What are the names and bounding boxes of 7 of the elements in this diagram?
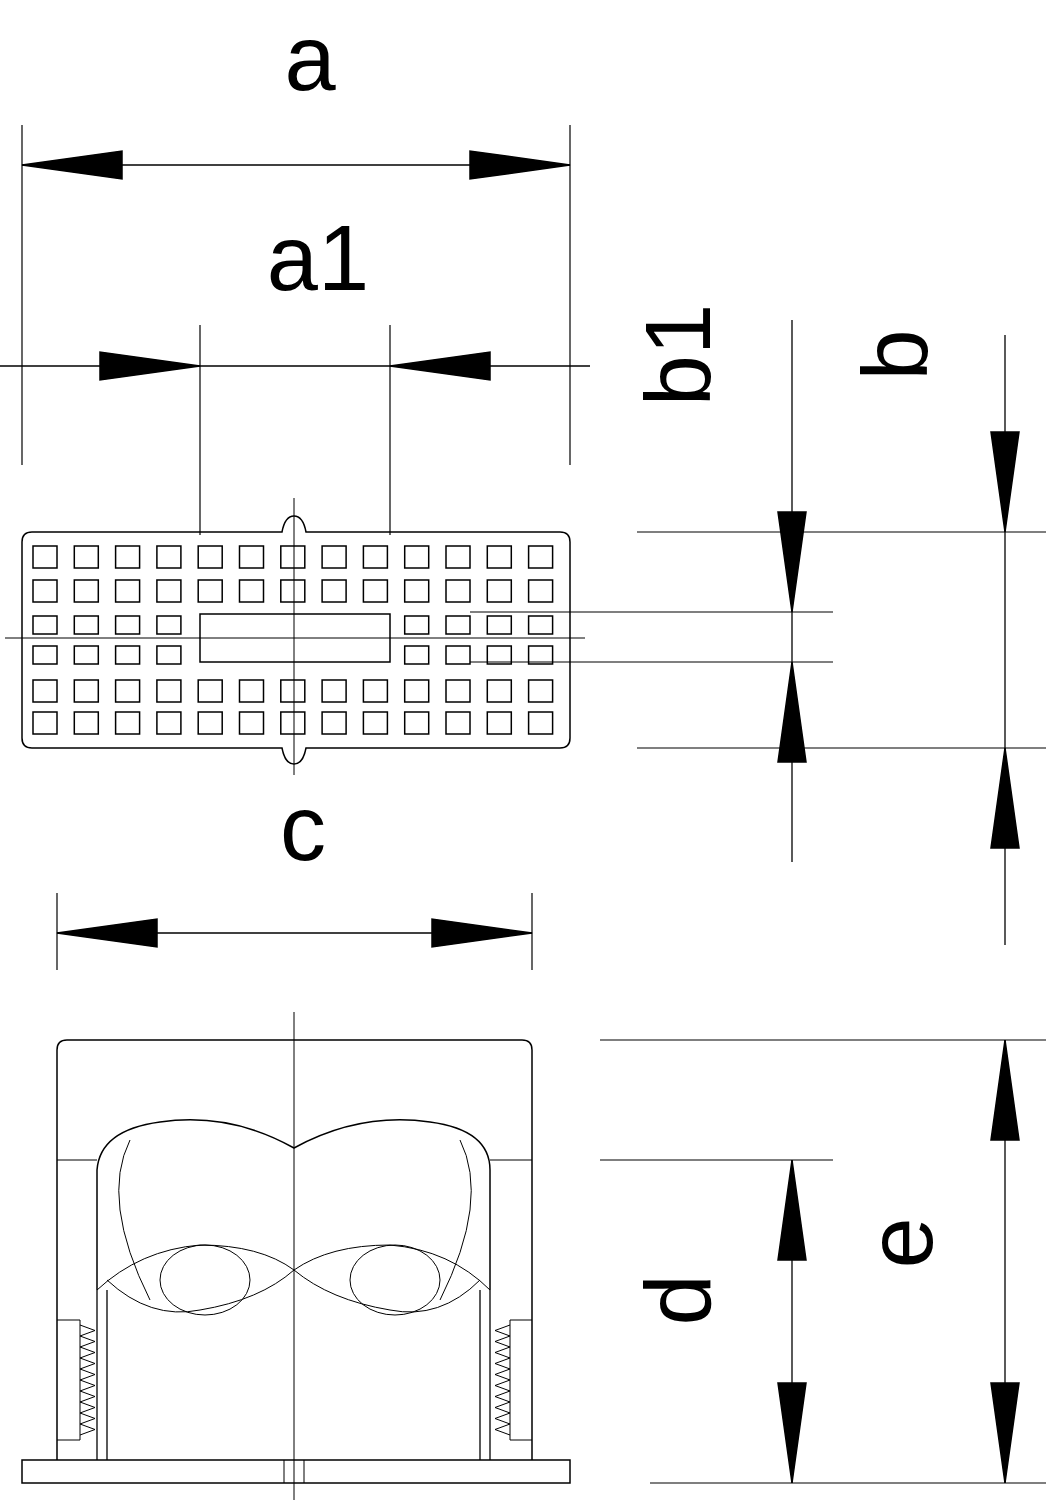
- dimension-label: a: [284, 12, 336, 104]
- dimension-label: b: [849, 329, 941, 381]
- dimension-label: a1: [266, 212, 370, 304]
- dimension-label: e: [854, 1217, 946, 1269]
- dimension-label: c: [280, 782, 326, 874]
- dimension-label: d: [632, 1274, 724, 1326]
- dimension-label: b1: [632, 303, 724, 407]
